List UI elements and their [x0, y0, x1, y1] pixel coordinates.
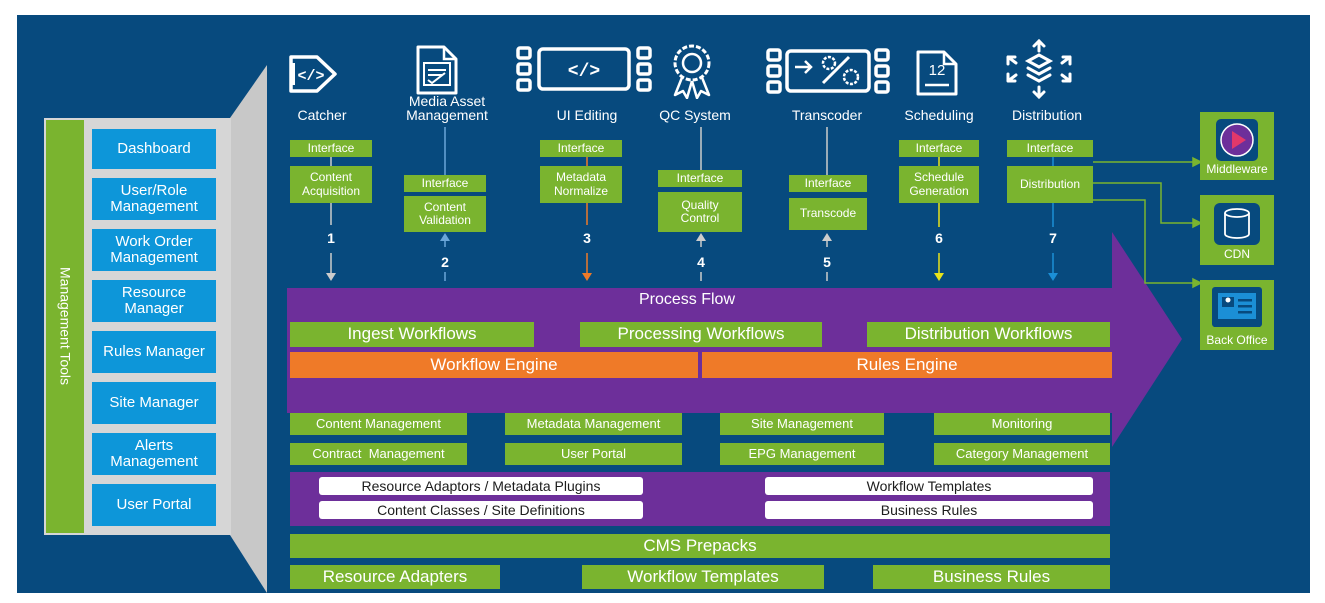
system-transcoder-label: Transcoder [791, 107, 863, 124]
workflow-distribution: Distribution Workflows [867, 322, 1110, 347]
task-content-validation: Content Validation [404, 196, 486, 232]
tool-user-role-management: User/Role Management [92, 178, 216, 220]
system-distribution-label: Distribution [1011, 107, 1083, 124]
workflow-ingest: Ingest Workflows [290, 322, 534, 347]
play-button-icon [1216, 119, 1258, 161]
module-user-portal: User Portal [505, 443, 682, 465]
tool-user-portal: User Portal [92, 484, 216, 526]
system-mam-label: Media Asset Management [406, 92, 488, 124]
task-metadata-normalize: Metadata Normalize [540, 166, 622, 203]
system-catcher-label: Catcher [297, 107, 347, 124]
prepack-business-rules: Business Rules [873, 565, 1110, 589]
transcode-gear-icon [766, 48, 890, 94]
code-window-icon: </> [289, 55, 337, 93]
step-number-1: 1 [327, 230, 335, 246]
task-transcode: Transcode [789, 198, 867, 230]
code-editor-icon: </> [516, 46, 652, 92]
step-number-6: 6 [935, 230, 943, 246]
output-back-office-label: Back Office [1206, 333, 1268, 347]
interface-catcher: Interface [290, 140, 372, 157]
module-contract-management: Contract Management [290, 443, 467, 465]
task-content-acquisition: Content Acquisition [290, 166, 372, 203]
tool-site-manager: Site Manager [92, 382, 216, 424]
step-number-2: 2 [441, 254, 449, 270]
calendar-icon [916, 50, 958, 96]
calendar-day: 12 [928, 62, 946, 79]
step-number-5: 5 [823, 254, 831, 270]
database-icon [1214, 203, 1260, 245]
svg-text:</>: </> [297, 68, 324, 85]
module-metadata-management: Metadata Management [505, 413, 682, 435]
system-scheduling-label: Scheduling [904, 107, 974, 124]
interface-transcoder: Interface [789, 175, 867, 192]
module-category-management: Category Management [934, 443, 1110, 465]
module-site-management: Site Management [720, 413, 884, 435]
output-back-office: Back Office [1200, 280, 1274, 350]
management-tools-title: Management Tools [57, 267, 74, 386]
distribution-arrows-icon [1006, 38, 1072, 100]
task-quality-control: Quality Control [658, 192, 742, 232]
plugin-workflow-templates: Workflow Templates [765, 477, 1093, 495]
plugin-content-classes: Content Classes / Site Definitions [319, 501, 643, 519]
workflow-engine: Workflow Engine [290, 352, 698, 378]
tool-alerts-management: Alerts Management [92, 433, 216, 475]
interface-distribution: Interface [1007, 140, 1093, 157]
step-number-4: 4 [697, 254, 705, 270]
award-ribbon-icon [673, 44, 711, 99]
management-tools-bar: Management Tools [46, 120, 84, 533]
module-epg-management: EPG Management [720, 443, 884, 465]
interface-ui-editing: Interface [540, 140, 622, 157]
document-check-icon [416, 45, 458, 95]
prepack-workflow-templates: Workflow Templates [582, 565, 824, 589]
output-middleware-label: Middleware [1206, 162, 1268, 176]
system-ui-editing-label: UI Editing [556, 107, 618, 124]
tool-resource-manager: Resource Manager [92, 280, 216, 322]
cms-prepacks-bar: CMS Prepacks [290, 534, 1110, 558]
architecture-diagram: Management Tools Dashboard User/Role Man… [17, 15, 1310, 593]
interface-qc: Interface [658, 170, 742, 187]
output-cdn: CDN [1200, 195, 1274, 265]
plugin-resource-adaptors: Resource Adaptors / Metadata Plugins [319, 477, 643, 495]
module-monitoring: Monitoring [934, 413, 1110, 435]
interface-scheduling: Interface [899, 140, 979, 157]
process-flow-title: Process Flow [638, 291, 736, 308]
output-middleware: Middleware [1200, 112, 1274, 180]
connector-lines [326, 127, 1203, 289]
rules-engine: Rules Engine [702, 352, 1112, 378]
tool-work-order-management: Work Order Management [92, 229, 216, 271]
plugin-business-rules: Business Rules [765, 501, 1093, 519]
workflow-processing: Processing Workflows [580, 322, 822, 347]
tool-rules-manager: Rules Manager [92, 331, 216, 373]
system-qc-label: QC System [659, 107, 731, 124]
module-content-management: Content Management [290, 413, 467, 435]
step-number-7: 7 [1049, 230, 1057, 246]
interface-mam: Interface [404, 175, 486, 192]
svg-text:</>: </> [568, 62, 600, 82]
task-schedule-generation: Schedule Generation [899, 166, 979, 203]
step-number-3: 3 [583, 230, 591, 246]
tool-dashboard: Dashboard [92, 129, 216, 169]
monitor-id-icon [1212, 287, 1262, 327]
prepack-resource-adapters: Resource Adapters [290, 565, 500, 589]
output-cdn-label: CDN [1224, 247, 1250, 261]
task-distribution: Distribution [1007, 166, 1093, 203]
